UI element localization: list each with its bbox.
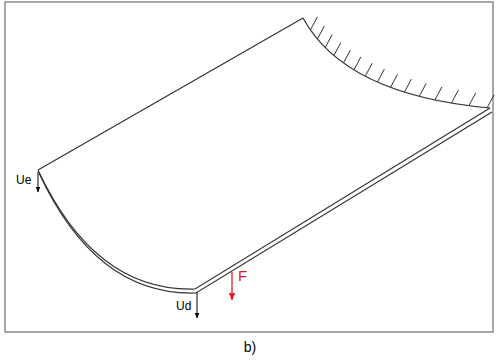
hatch-line [435, 87, 442, 100]
force-arrow [231, 272, 232, 300]
hatch-line [404, 79, 411, 92]
frame [5, 2, 493, 332]
hatch-line [343, 50, 350, 63]
fixed-edge [303, 18, 490, 108]
front-edge [38, 108, 490, 289]
hatch-line [419, 83, 426, 96]
displacement-label: Ud [176, 300, 191, 312]
displacement-label: Ue [16, 174, 31, 186]
hatch-line [310, 17, 317, 30]
hatch-line [451, 90, 458, 103]
displacement-arrow [38, 172, 39, 192]
support-hatching [310, 17, 494, 108]
force-label: F [238, 268, 247, 283]
displacement-arrow [197, 292, 198, 318]
hatch-line [487, 95, 494, 108]
hatch-line [325, 35, 332, 48]
hatch-line [365, 63, 372, 76]
hatch-line [390, 74, 397, 87]
hatch-line [317, 26, 324, 39]
top-edge [38, 18, 303, 170]
shell-panel [38, 18, 492, 293]
figure-caption: b) [244, 340, 256, 354]
hatch-line [334, 43, 341, 56]
hatch-line [354, 57, 361, 70]
hatch-line [469, 93, 476, 106]
hatch-line [377, 69, 384, 82]
front-edge-thickness [39, 112, 492, 293]
